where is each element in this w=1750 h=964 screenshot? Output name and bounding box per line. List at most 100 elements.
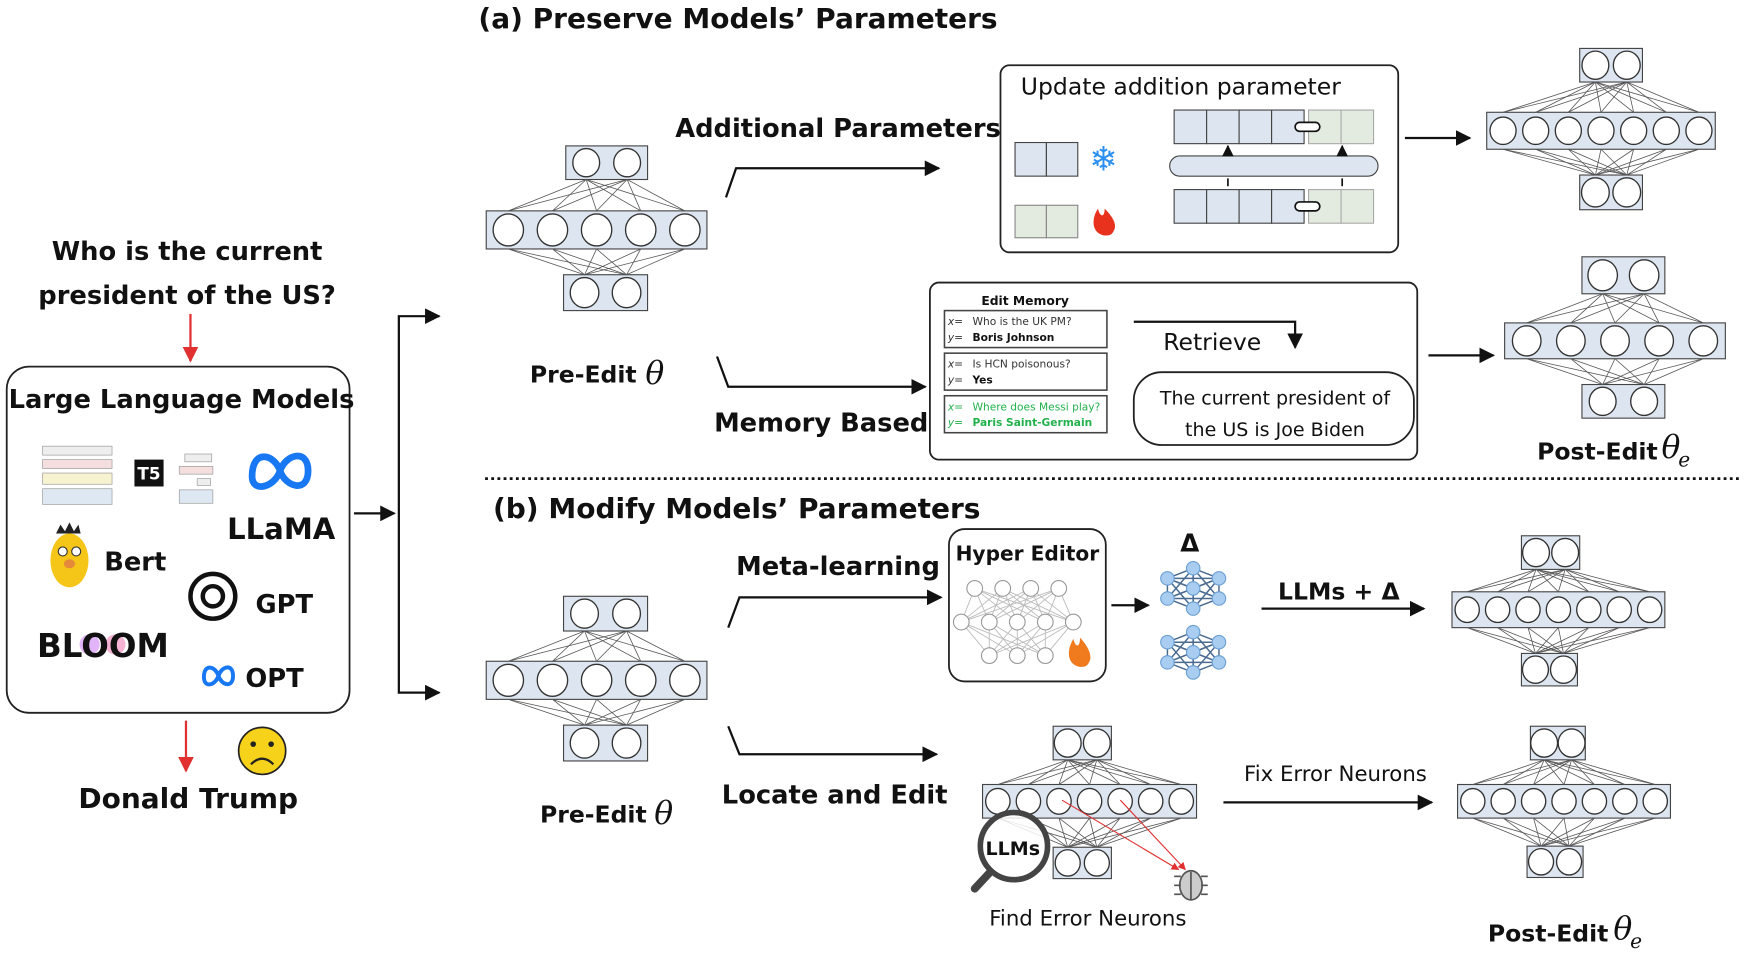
neuron (1576, 596, 1602, 624)
pre-edit-network-a (485, 145, 708, 312)
neuron (1053, 728, 1082, 758)
section-b-title: (b) Modify Models’ Parameters (493, 492, 980, 525)
locate-edit-label: Locate and Edit (722, 781, 948, 811)
neuron (1521, 655, 1550, 684)
neuron (613, 147, 642, 178)
neuron (1521, 116, 1550, 146)
bug-icon (1174, 869, 1208, 901)
find-error-neurons-label: Find Error Neurons (989, 907, 1186, 932)
neuron (980, 613, 998, 631)
neuron (1036, 647, 1054, 665)
locate-network (981, 725, 1198, 880)
neuron (1587, 259, 1619, 292)
neuron (624, 213, 657, 247)
neuron (1459, 787, 1486, 815)
bloom-label: BLOOM (37, 627, 169, 665)
hyper-editor-box (948, 528, 1107, 683)
neuron (1642, 787, 1669, 815)
neuron (1046, 787, 1072, 815)
magnifier-text: LLMs (986, 838, 1041, 860)
neuron (1545, 596, 1572, 624)
neuron (1064, 613, 1082, 631)
memory-based-label: Memory Based (714, 409, 928, 439)
fix-post-edit-network (1457, 725, 1672, 879)
pre-edit-network-b (485, 595, 708, 762)
neuron (1612, 50, 1641, 81)
neuron (1557, 728, 1586, 758)
memory-based-arrow (715, 356, 927, 395)
neuron (1527, 847, 1555, 876)
neuron (1530, 728, 1559, 758)
neuron (492, 213, 525, 247)
neuron (624, 663, 657, 697)
svg-text:x=: x= (947, 315, 963, 328)
neuron (994, 580, 1012, 597)
neuron (1511, 325, 1542, 357)
bloom-flower-icon (105, 634, 126, 655)
opt-label: OPT (245, 664, 304, 694)
neuron (1520, 787, 1547, 815)
svg-text:y=: y= (947, 373, 963, 386)
svg-text:y=: y= (947, 416, 963, 429)
neuron (1489, 116, 1517, 146)
retrieved-answer-line-1: The current president of (1159, 388, 1392, 410)
svg-text:y=: y= (947, 331, 963, 344)
theta-b: θ (654, 796, 673, 832)
neuron (1612, 787, 1638, 815)
t5-logo: T5 (42, 445, 214, 505)
neuron (1551, 537, 1580, 568)
bloom-flower-icon (79, 634, 100, 655)
openai-logo-icon (188, 571, 238, 621)
llama-label: LLaMA (227, 512, 336, 546)
update-addition-title: Update addition parameter (1021, 72, 1341, 100)
neuron (1076, 787, 1103, 815)
neuron (580, 663, 613, 697)
pre-edit-label-a: Pre-Edit (530, 360, 637, 388)
neuron (1168, 787, 1195, 815)
neuron (611, 276, 642, 309)
meta-logo-icon (201, 665, 235, 687)
memory-post-edit-network (1504, 256, 1726, 419)
neuron (1515, 596, 1541, 624)
neuron (1688, 325, 1719, 357)
neuron (1554, 116, 1583, 146)
additional-parameters-arrow (724, 160, 941, 198)
neuron (580, 213, 613, 247)
snowflake-icon: ❄ (1089, 140, 1117, 179)
neuron (669, 663, 701, 697)
neuron (570, 598, 600, 629)
theta-e-sub-a: e (1678, 447, 1690, 471)
paperclip-icon (1294, 201, 1321, 212)
neuron (1636, 596, 1663, 624)
neuron (572, 147, 601, 178)
neuron (1588, 386, 1617, 417)
neuron (1054, 849, 1081, 877)
delta-label: Δ (1180, 528, 1199, 557)
magnifier-icon: LLMs (970, 809, 1051, 893)
sad-face-icon (237, 726, 287, 776)
question-line-2: president of the US? (38, 281, 336, 311)
additional-params-network (1486, 47, 1716, 211)
neuron (1549, 655, 1578, 684)
neuron (1484, 596, 1511, 624)
memory-entry: Where does Messi play?x=Paris Saint-Germ… (943, 394, 1108, 434)
neuron (1551, 787, 1577, 815)
neuron (536, 213, 569, 247)
neuron (966, 580, 984, 597)
neuron (1555, 325, 1586, 357)
neuron (1490, 787, 1517, 815)
pre-edit-label-b: Pre-Edit (540, 801, 647, 829)
fix-error-neurons-label: Fix Error Neurons (1244, 762, 1427, 787)
neuron (1619, 116, 1648, 146)
memory-answer: Paris Saint-Germain (972, 416, 1092, 429)
hyper-editor-title: Hyper Editor (956, 541, 1100, 565)
neuron (1036, 613, 1054, 631)
section-a-title: (a) Preserve Models’ Parameters (478, 2, 997, 35)
post-edit-label-a: Post-Edit (1537, 438, 1658, 466)
neuron (984, 787, 1011, 815)
wrong-answer: Donald Trump (78, 782, 298, 815)
neuron (1644, 325, 1675, 357)
neuron (611, 727, 642, 759)
